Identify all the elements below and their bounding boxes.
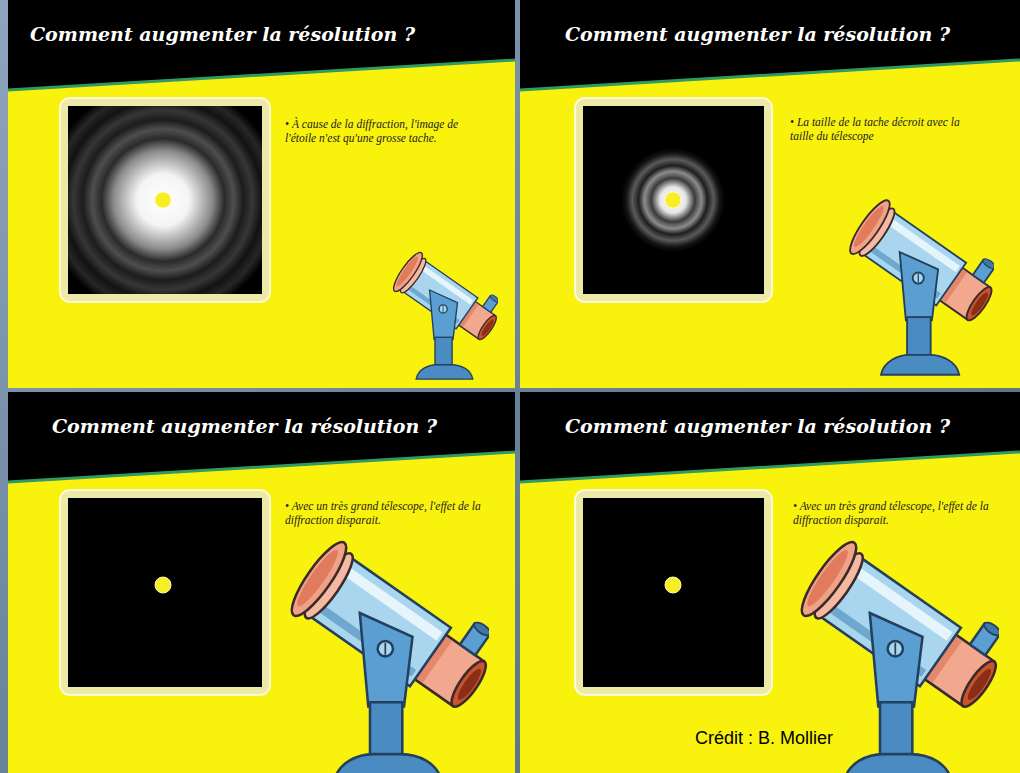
header-band <box>520 392 1020 482</box>
header-band <box>8 0 515 90</box>
image-frame <box>60 490 270 695</box>
diffraction-pattern <box>68 106 262 294</box>
slide-ground <box>8 392 515 773</box>
slide-title: Comment augmenter la résolution ? <box>565 415 950 438</box>
star-dot <box>665 577 681 593</box>
header-edge <box>8 452 515 482</box>
slide-panel: Comment augmenter la résolution ? • À cau… <box>8 0 515 388</box>
image-frame <box>575 98 772 302</box>
header-band <box>520 0 1020 90</box>
credit-label: Crédit : B. Mollier <box>695 728 833 750</box>
star-dot <box>665 192 681 208</box>
star-dot <box>155 577 171 593</box>
slide-panel: Comment augmenter la résolution ? • Avec … <box>520 392 1020 773</box>
image-frame <box>575 490 772 695</box>
bullet-text: • Avec un très grand télescope, l'effet … <box>793 500 991 528</box>
slide-title: Comment augmenter la résolution ? <box>565 23 950 46</box>
telescope-large <box>284 526 508 773</box>
bullet-text: • À cause de la diffraction, l'image de … <box>285 118 465 146</box>
slide-title: Comment augmenter la résolution ? <box>30 23 415 46</box>
slide-panel: Comment augmenter la résolution ? • Avec … <box>8 392 515 773</box>
star-dot <box>155 192 171 208</box>
star-image <box>583 106 764 294</box>
star-image <box>583 498 764 687</box>
slide-title: Comment augmenter la résolution ? <box>52 415 437 438</box>
header-edge <box>520 452 1020 482</box>
slide-ground <box>520 392 1020 773</box>
header-edge <box>520 60 1020 90</box>
telescope-medium <box>844 188 1008 375</box>
bullet-text: • La taille de la tache décroit avec la … <box>790 116 970 144</box>
telescope-small <box>389 244 508 379</box>
slide-ground <box>8 0 515 388</box>
slide-panel: Comment augmenter la résolution ? • La ta… <box>520 0 1020 388</box>
slide-ground <box>520 0 1020 388</box>
star-image <box>68 498 262 687</box>
header-edge <box>8 60 515 90</box>
header-band <box>8 392 515 482</box>
bullet-text: • Avec un très grand télescope, l'effet … <box>285 500 483 528</box>
diffraction-pattern <box>621 148 725 252</box>
